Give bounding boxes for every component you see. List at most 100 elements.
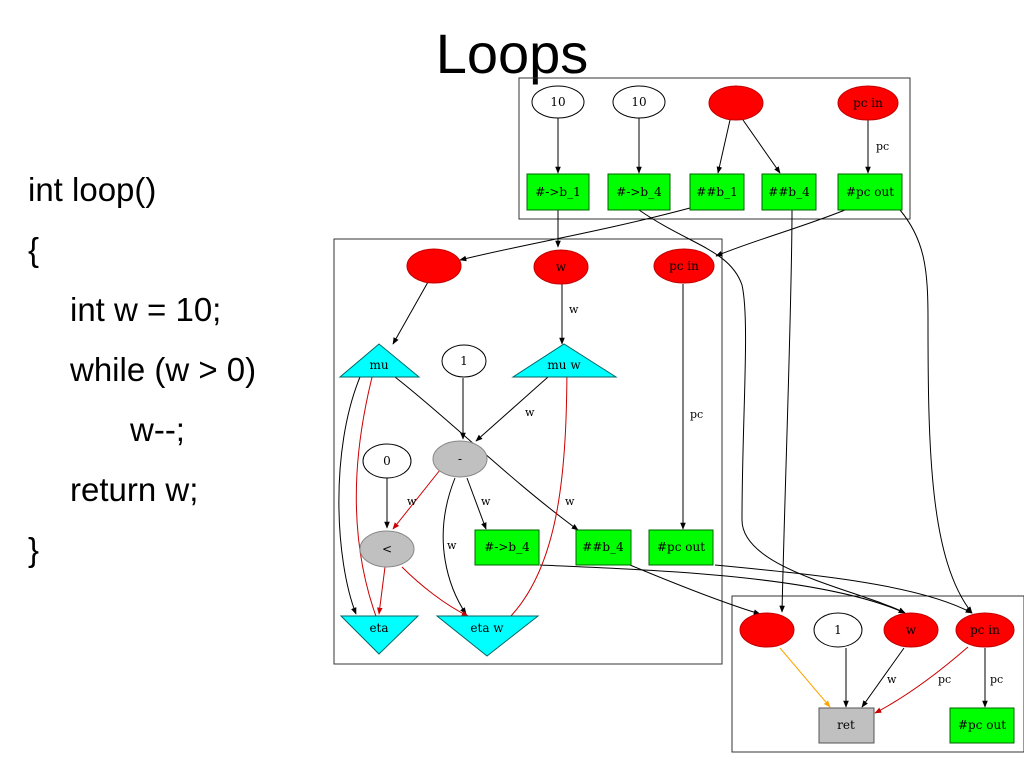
node-b4src2 <box>474 529 540 566</box>
code-line-signature: int loop() <box>28 171 157 208</box>
edge-label-w-muw: w <box>569 303 579 316</box>
node-b4b-label: ##b_4 <box>582 540 624 554</box>
node-pcin1 <box>837 85 899 121</box>
node-c10b <box>612 85 666 119</box>
node-b4src <box>607 173 671 211</box>
edge-label-pc2: pc <box>690 408 703 421</box>
node-pcout3 <box>949 707 1015 744</box>
edge-b4src2-w3 <box>539 564 906 614</box>
node-pcout3-label: #pc out <box>958 718 1006 732</box>
node-red-bottom <box>739 612 795 648</box>
node-pcin2-label: pc in <box>669 259 699 273</box>
edge-redtop-b4 <box>742 119 781 174</box>
node-minus <box>432 440 488 478</box>
edge-b4src-w3 <box>638 209 906 614</box>
node-pcout1 <box>837 173 903 211</box>
node-eta <box>339 615 420 655</box>
node-lt-label: < <box>382 542 392 556</box>
node-b4src-label: #->b_4 <box>616 185 662 199</box>
edge-lt-eta <box>377 566 386 615</box>
edge-minus-etaw <box>442 477 467 615</box>
edge-b4b-redbottom <box>629 564 761 615</box>
edge-redbottom-ret <box>779 647 831 708</box>
edge-lt-etaw <box>401 566 469 617</box>
edge-minus-b4src2 <box>466 477 487 530</box>
code-line-return: return w; <box>70 471 199 508</box>
code-line-close-brace: } <box>28 531 40 568</box>
node-pcin2 <box>653 248 715 284</box>
node-c10b-label: 10 <box>631 95 646 109</box>
node-c1b-label: 1 <box>834 623 842 637</box>
node-red-mid <box>406 248 462 284</box>
node-pcin3 <box>955 612 1015 648</box>
node-ret <box>818 707 875 744</box>
node-pcin1-label: pc in <box>853 96 883 110</box>
node-b4src2-label: #->b_4 <box>484 540 530 554</box>
node-pcin3-label: pc in <box>970 623 1000 637</box>
edge-w3-ret <box>861 647 905 708</box>
node-b1 <box>689 173 745 211</box>
edge-redmid-mu <box>392 281 429 345</box>
node-b1src-label: #->b_1 <box>535 185 580 199</box>
edge-pcin3-ret <box>874 646 969 714</box>
node-b1src <box>526 173 590 211</box>
node-red-top <box>708 85 764 121</box>
edge-label-etaw-muw: w <box>565 495 575 508</box>
edge-b4-redbottom <box>779 209 793 613</box>
node-c0 <box>362 443 412 479</box>
node-mu-label: mu <box>369 358 388 372</box>
node-eta-label: eta <box>369 621 388 635</box>
node-b4-label: ##b_4 <box>768 185 810 199</box>
edge-eta-mu <box>355 357 379 623</box>
node-w1 <box>533 249 589 285</box>
edge-pcout1-pcin2 <box>715 209 846 257</box>
edge-label-w3-ret: w <box>887 673 897 686</box>
node-c1a-label: 1 <box>460 354 468 368</box>
edge-etaw-muw <box>504 357 570 623</box>
edge-b1-redmid <box>459 207 691 262</box>
node-w3 <box>883 612 939 648</box>
edge-label-muw-minus: w <box>525 406 535 419</box>
edge-label-minus-lt: w <box>407 495 417 508</box>
node-pcout2 <box>648 529 714 566</box>
node-w1-label: w <box>556 260 567 274</box>
edge-label-minus-b4: w <box>481 495 491 508</box>
node-etaw-label: eta w <box>470 621 504 635</box>
node-c1b <box>813 612 863 648</box>
node-lt <box>359 530 415 568</box>
cluster-box-bottom <box>731 595 1024 753</box>
slide-title: Loops <box>435 22 589 85</box>
node-c10a-label: 10 <box>550 95 565 109</box>
edge-minus-lt <box>392 469 441 530</box>
node-ret-label: ret <box>837 718 855 732</box>
edge-muw-minus <box>475 376 549 442</box>
node-etaw <box>435 615 540 657</box>
node-mu <box>338 343 421 378</box>
edge-label-pcin3-ret: pc <box>938 673 951 686</box>
code-line-decrement: w--; <box>130 411 185 448</box>
code-line-while: while (w > 0) <box>70 351 257 388</box>
edge-redtop-b1 <box>716 119 731 174</box>
node-pcout1-label: #pc out <box>846 185 894 199</box>
edge-mu-eta <box>338 376 361 615</box>
node-c0-label: 0 <box>383 454 391 468</box>
node-b4b <box>575 529 632 566</box>
cluster-box-top <box>518 77 911 220</box>
node-pcout2-label: #pc out <box>657 540 705 554</box>
cluster-box-middle <box>333 238 723 665</box>
node-w3-label: w <box>906 623 917 637</box>
edge-pcout2-pcin3 <box>714 564 973 614</box>
edge-label-minus-etaw: w <box>447 539 457 552</box>
node-muw <box>511 343 618 378</box>
node-minus-label: - <box>458 452 462 466</box>
node-muw-label: mu w <box>547 358 581 372</box>
node-c10a <box>531 85 585 119</box>
node-b4 <box>761 173 817 211</box>
edge-label-pc1: pc <box>876 140 889 153</box>
code-line-declaration: int w = 10; <box>70 291 222 328</box>
edge-pcout1-pcin3 <box>899 209 973 614</box>
node-b1-label: ##b_1 <box>696 185 737 199</box>
code-line-open-brace: { <box>28 231 40 268</box>
edge-label-pcin3-out: pc <box>990 673 1003 686</box>
